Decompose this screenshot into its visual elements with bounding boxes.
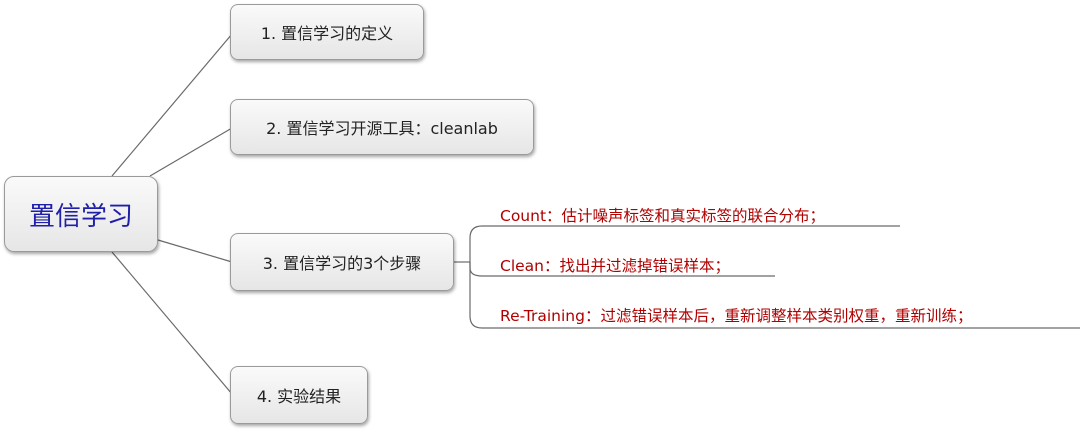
connector-step-1 [469,225,900,262]
branch-label: 2. 置信学习开源工具：cleanlab [266,119,498,138]
branch-label: 3. 置信学习的3个步骤 [262,254,422,273]
branch-label: 4. 实验结果 [256,387,342,406]
step-count[interactable]: Count：估计噪声标签和真实标签的联合分布； [500,207,826,225]
root-label: 置信学习 [28,201,133,232]
branch-node-definition[interactable]: 1. 置信学习的定义 [230,4,424,60]
branch-node-results[interactable]: 4. 实验结果 [230,366,368,424]
branch-label: 1. 置信学习的定义 [260,24,394,43]
connector-step-3 [469,262,1080,329]
branch-node-steps[interactable]: 3. 置信学习的3个步骤 [230,233,454,291]
branch-node-cleanlab[interactable]: 2. 置信学习开源工具：cleanlab [230,99,534,155]
connector-root-branch-1 [111,33,233,177]
root-node[interactable]: 置信学习 [4,176,158,252]
step-clean[interactable]: Clean：找出并过滤掉错误样本； [500,257,730,275]
connector-root-branch-2 [149,127,233,177]
connector-root-branch-3 [157,239,233,263]
connector-root-branch-4 [111,251,233,395]
step-retraining[interactable]: Re-Training：过滤错误样本后，重新调整样本类别权重，重新训练； [500,307,973,325]
